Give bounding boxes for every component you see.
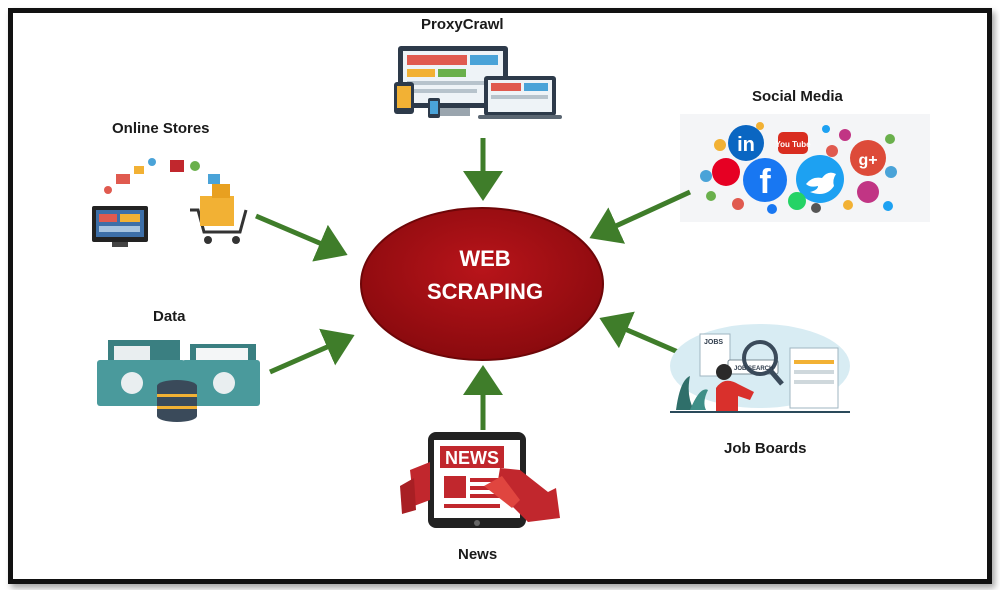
arrow-social-media xyxy=(589,189,692,244)
center-title: WEB SCRAPING xyxy=(380,242,590,308)
arrow-data xyxy=(268,328,355,375)
arrow-online-stores xyxy=(255,213,348,262)
web-scraping-hub xyxy=(360,207,604,361)
jobs-sign: JOBS xyxy=(704,339,723,346)
arrow-job-boards xyxy=(599,311,679,355)
center-title-line2: SCRAPING xyxy=(426,279,544,304)
news-headline: NEWS xyxy=(445,448,499,468)
center-title-line1: WEB xyxy=(459,246,511,271)
devices-icon xyxy=(394,46,562,119)
label-news: News xyxy=(458,546,498,563)
label-online-stores: Online Stores xyxy=(112,120,210,137)
job-boards-icon xyxy=(670,324,850,413)
google-plus-icon: g+ xyxy=(858,152,877,169)
linkedin-icon: in xyxy=(737,134,755,156)
label-proxycrawl: ProxyCrawl xyxy=(421,16,504,33)
job-search-bar: JOB SEARCH xyxy=(734,366,773,372)
label-data: Data xyxy=(153,308,186,325)
facebook-icon: f xyxy=(759,163,771,201)
data-folders-icon xyxy=(97,340,260,422)
connector-arrows xyxy=(255,138,692,430)
youtube-icon: You Tube xyxy=(775,140,811,149)
twitter-bird-icon xyxy=(806,172,836,194)
label-job-boards: Job Boards xyxy=(724,440,807,457)
news-tablet-icon xyxy=(400,432,560,528)
social-media-icons xyxy=(700,122,897,214)
label-social-media: Social Media xyxy=(752,88,843,105)
online-store-icon xyxy=(92,158,248,247)
